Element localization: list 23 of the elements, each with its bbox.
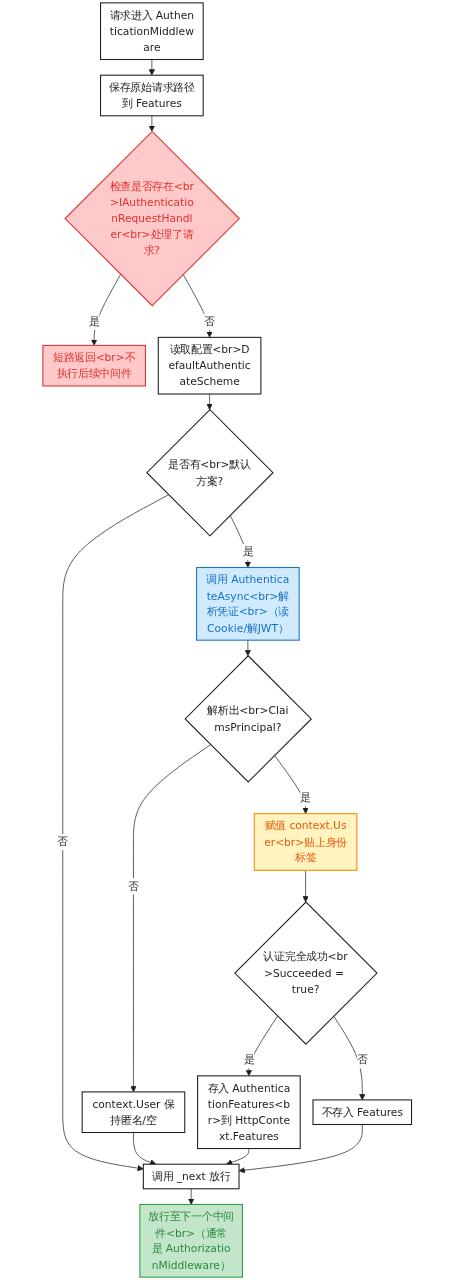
process-box: 调用 AuthenticateAsync<br>解析凭证<br>（读Cookie/解JWT）	[195, 566, 300, 641]
process-box: 放行至下一个中间件<br>（通常是 AuthorizationMiddleware）	[139, 1203, 243, 1278]
edge-label: 否	[127, 878, 139, 895]
process-box: 不存入 Features	[312, 1099, 412, 1126]
edge-label: 是	[300, 789, 311, 806]
decision-diamond: 是否有<br>默认方案?	[145, 408, 274, 537]
process-box: 保存原始请求路径到 Features	[99, 74, 204, 117]
process-box: 调用 _next 放行	[142, 1163, 240, 1190]
edge-label: 否	[204, 313, 215, 330]
process-box: context.User 保持匿名/空	[81, 1091, 186, 1134]
edge-label: 否	[356, 1052, 368, 1069]
edge-label: 是	[88, 313, 100, 330]
decision-diamond: 检查是否存在<br>IAuthenticationRequestHandler<br>处理了请求?	[64, 130, 240, 307]
process-box: 短路返回<br>不执行后续中间件	[42, 344, 146, 387]
decision-diamond: 认证完全成功<br>Succeeded = true?	[233, 901, 378, 1045]
process-box: 请求进入 AuthenticationMiddleware	[99, 2, 204, 61]
decision-diamond: 解析出<br>ClaimsPrincipal?	[184, 655, 312, 783]
process-box: 赋值 context.User<br>贴上身份标签	[253, 813, 358, 871]
edge-label: 否	[57, 833, 68, 850]
edge-label: 是	[243, 1052, 255, 1069]
process-box: 读取配置<br>DefaultAuthenticateScheme	[157, 336, 262, 395]
edge-label: 是	[242, 543, 253, 560]
process-box: 存入 AuthenticationFeatures<br>到 HttpContext.Features	[196, 1075, 301, 1150]
